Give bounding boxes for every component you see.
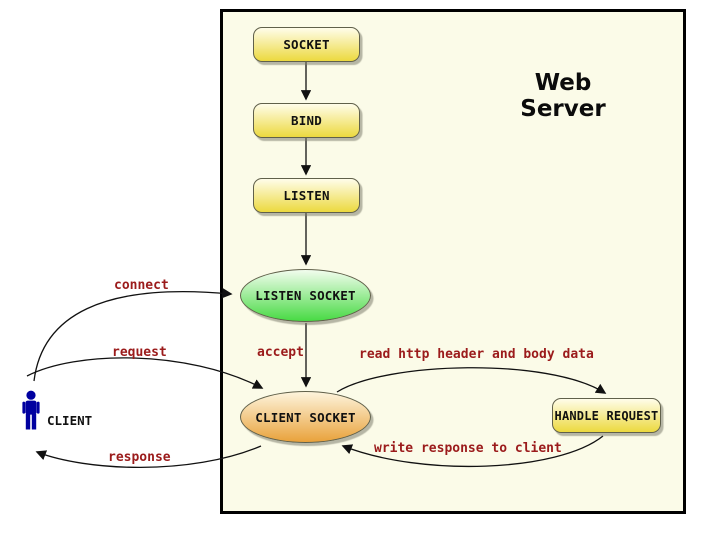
node-client-socket: CLIENT SOCKET (240, 391, 371, 443)
node-socket-label: SOCKET (283, 37, 330, 52)
node-listen-socket-label: LISTEN SOCKET (255, 288, 356, 303)
node-listen-socket: LISTEN SOCKET (240, 269, 371, 322)
edge-label-write: write response to client (374, 441, 562, 456)
node-bind-label: BIND (291, 113, 322, 128)
diagram-title: Web Server (520, 70, 606, 122)
node-handle-request-label: HANDLE REQUEST (554, 408, 659, 423)
edge-label-accept: accept (257, 345, 304, 360)
node-handle-request: HANDLE REQUEST (552, 398, 661, 433)
node-client-socket-label: CLIENT SOCKET (255, 409, 356, 425)
edge-label-request: request (112, 345, 167, 360)
node-client-label: CLIENT (47, 413, 93, 428)
node-listen: LISTEN (253, 178, 360, 213)
client-person-icon (22, 390, 40, 430)
edge-label-response: response (108, 450, 171, 465)
node-listen-label: LISTEN (283, 188, 330, 203)
arrow-connect (33, 288, 233, 382)
edge-label-read: read http header and body data (359, 347, 594, 362)
edge-label-connect: connect (114, 278, 169, 293)
node-socket: SOCKET (253, 27, 360, 62)
node-bind: BIND (253, 103, 360, 138)
